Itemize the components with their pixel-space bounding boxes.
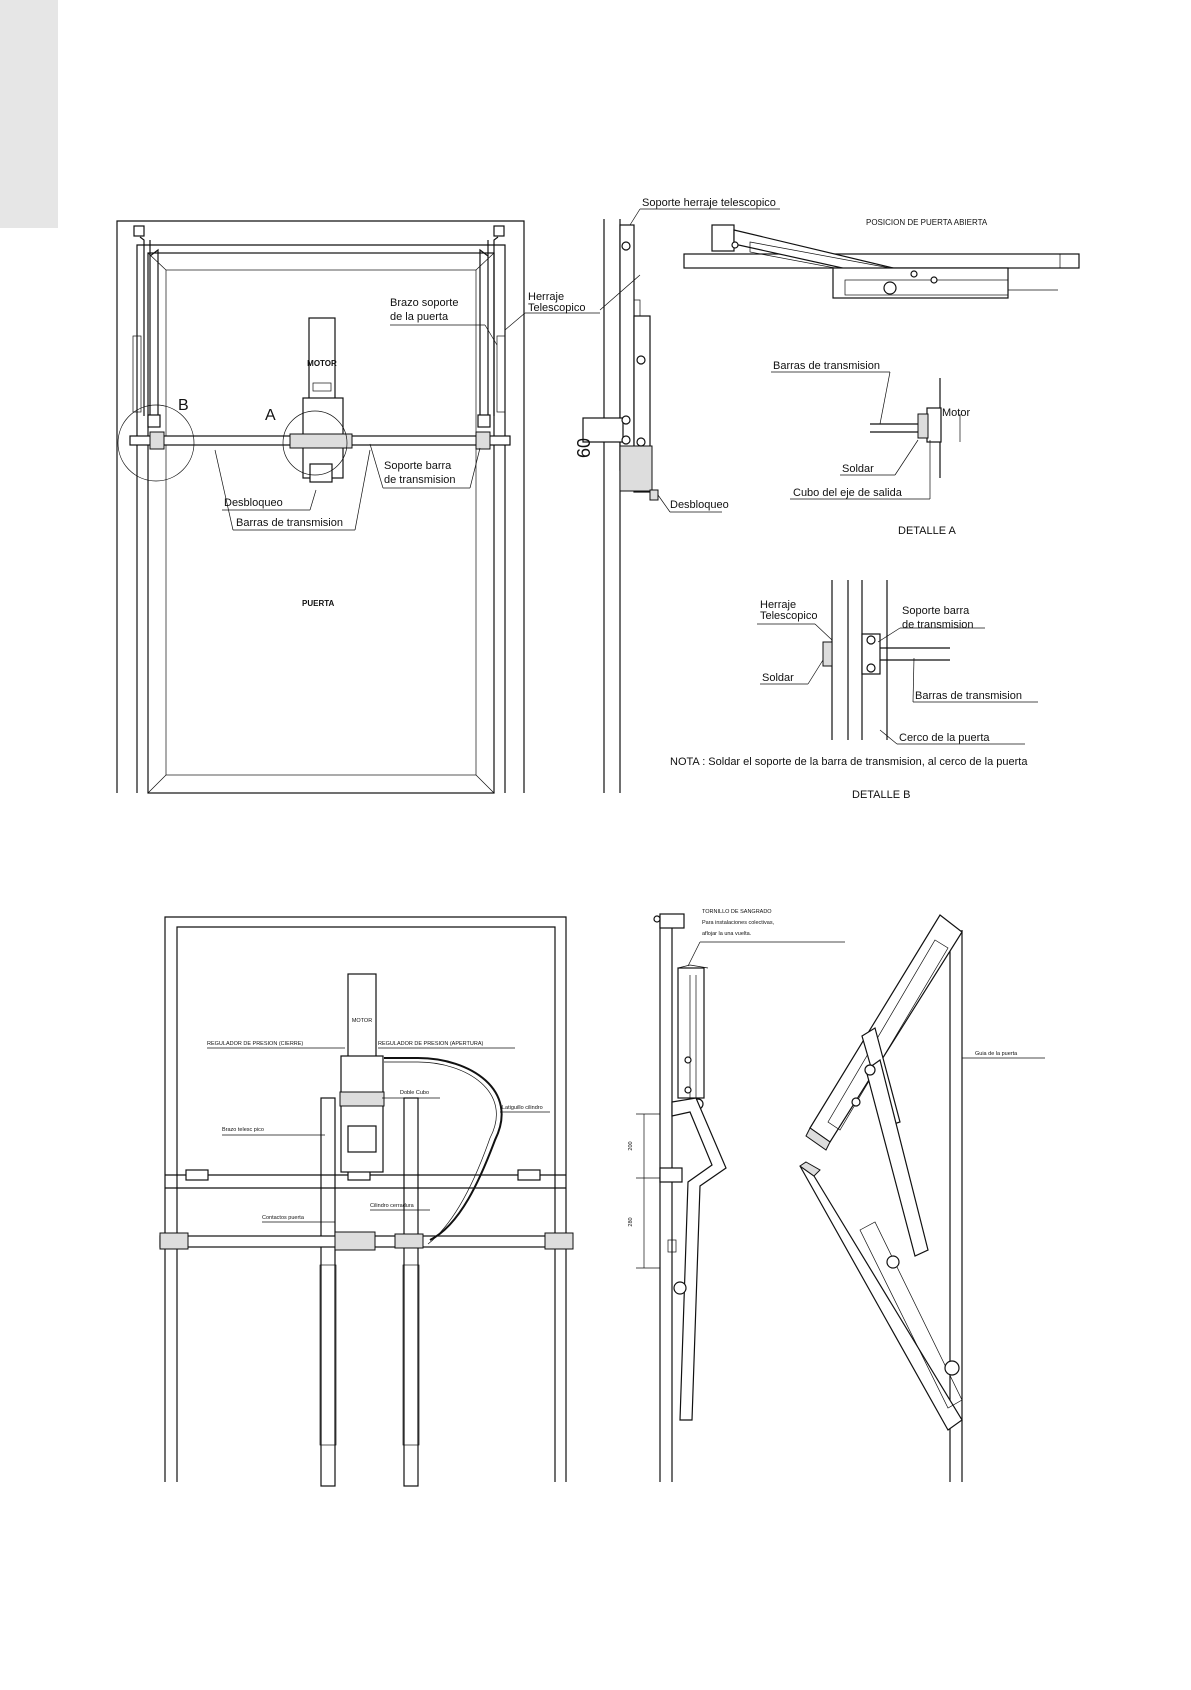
telescopic-arm-right [493, 236, 499, 416]
detalle-b-cerco-label: Cerco de la puerta [899, 732, 990, 744]
detalle-b-title: DETALLE B [852, 789, 911, 801]
contactos-label: Contactos puerta [262, 1215, 305, 1221]
side-tab-strip [0, 0, 58, 228]
desbloqueo-label: Desbloqueo [224, 497, 283, 509]
brazo-soporte-label-2: de la puerta [390, 311, 449, 323]
detalle-a-motor-label: Motor [942, 407, 970, 419]
telescopic-arm-side [671, 1097, 727, 1421]
barras-label: Barras de transmision [236, 517, 343, 529]
cilindro-label: Cilindro cerradura [370, 1203, 415, 1209]
soporte-barra-label-1: Soporte barra [384, 460, 452, 472]
door-leaf-lower [799, 1165, 963, 1431]
detail-a-letter: A [265, 407, 276, 424]
hydraulic-motor-label: MOTOR [352, 1018, 372, 1024]
door-panel-inner [165, 269, 477, 776]
detalle-a-cubo-label: Cubo del eje de salida [793, 487, 903, 499]
reg-cierre-label: REGULADOR DE PRESION (CIERRE) [207, 1041, 303, 1047]
latiguillo-label: Latiguillo cilindro [502, 1105, 543, 1111]
door-panel-outer [147, 252, 495, 794]
detalle-b-soporte-label-1: Soporte barra [902, 605, 970, 617]
dim-200: 200 [628, 1141, 634, 1150]
reg-apertura-label: REGULADOR DE PRESION (APERTURA) [378, 1041, 484, 1047]
brazo-soporte-label-1: Brazo soporte [390, 297, 458, 309]
detalle-a-barras-label: Barras de transmision [773, 360, 880, 372]
detalle-b-herraje-label-1: Herraje [760, 599, 796, 611]
posicion-label: POSICION DE PUERTA ABIERTA [866, 218, 988, 227]
detalle-a-title: DETALLE A [898, 525, 957, 537]
detalle-b-soldar-label: Soldar [762, 672, 794, 684]
detail-a-circle [282, 410, 348, 476]
dim-280: 280 [628, 1217, 634, 1226]
detalle-b-barras-label: Barras de transmision [915, 690, 1022, 702]
telescopic-arm-left [139, 236, 145, 416]
open-door-position: POSICION DE PUERTA ABIERTA [683, 218, 1080, 299]
door-frame-outer [116, 220, 525, 793]
herraje-label-2: Telescopico [528, 302, 585, 314]
detail-b-circle [117, 404, 195, 482]
detalle-b-nota: NOTA : Soldar el soporte de la barra de … [670, 756, 1028, 768]
doble-cubo-label: Doble Cubo [400, 1090, 429, 1096]
door-frame-inner [136, 244, 506, 793]
cylinder-hose [384, 1057, 503, 1241]
detalle-b: Herraje Telescopico Soporte barra de tra… [670, 580, 1038, 801]
detalle-a: Barras de transmision Motor Soldar Cubo … [771, 360, 970, 537]
detalle-b-soporte-label-2: de transmision [902, 619, 974, 631]
detail-b-letter: B [178, 397, 189, 414]
side-view-drawing: 60 Soporte herraje telescopico Desbloque… [574, 197, 780, 793]
detalle-a-soldar-label: Soldar [842, 463, 874, 475]
brazo-telesc-label: Brazo telesc pico [222, 1127, 264, 1133]
detalle-b-herraje-label-2: Telescopico [760, 610, 817, 622]
tornillo-label-3: aflojar la una vuelta. [702, 931, 752, 937]
telescopic-arm-left [320, 1097, 336, 1487]
soporte-herraje-label: Soporte herraje telescopico [642, 197, 776, 209]
hydraulic-front-view: MOTOR REGULADOR DE PRESION (CIERRE) REGU… [159, 916, 574, 1487]
front-view-drawing: MOTOR A B Brazo soporte de la puerta Her… [116, 220, 600, 794]
hydraulic-side-view: 200 280 TORNILLO DE SANGRADO Para instal… [628, 909, 1045, 1482]
hydraulic-arm-open [865, 1059, 929, 1257]
soporte-barra-label-2: de transmision [384, 474, 456, 486]
dim-60: 60 [574, 438, 594, 458]
puerta-label: PUERTA [302, 599, 335, 608]
tornillo-label-1: TORNILLO DE SANGRADO [702, 909, 772, 915]
telescopic-arm-right [403, 1097, 419, 1487]
herraje-label-1: Herraje [528, 291, 564, 303]
guia-label: Guia de la puerta [975, 1051, 1018, 1057]
tornillo-label-2: Para instalaciones colectivas, [702, 920, 775, 926]
motor-label: MOTOR [307, 359, 337, 368]
side-desbloqueo-label: Desbloqueo [670, 499, 729, 511]
